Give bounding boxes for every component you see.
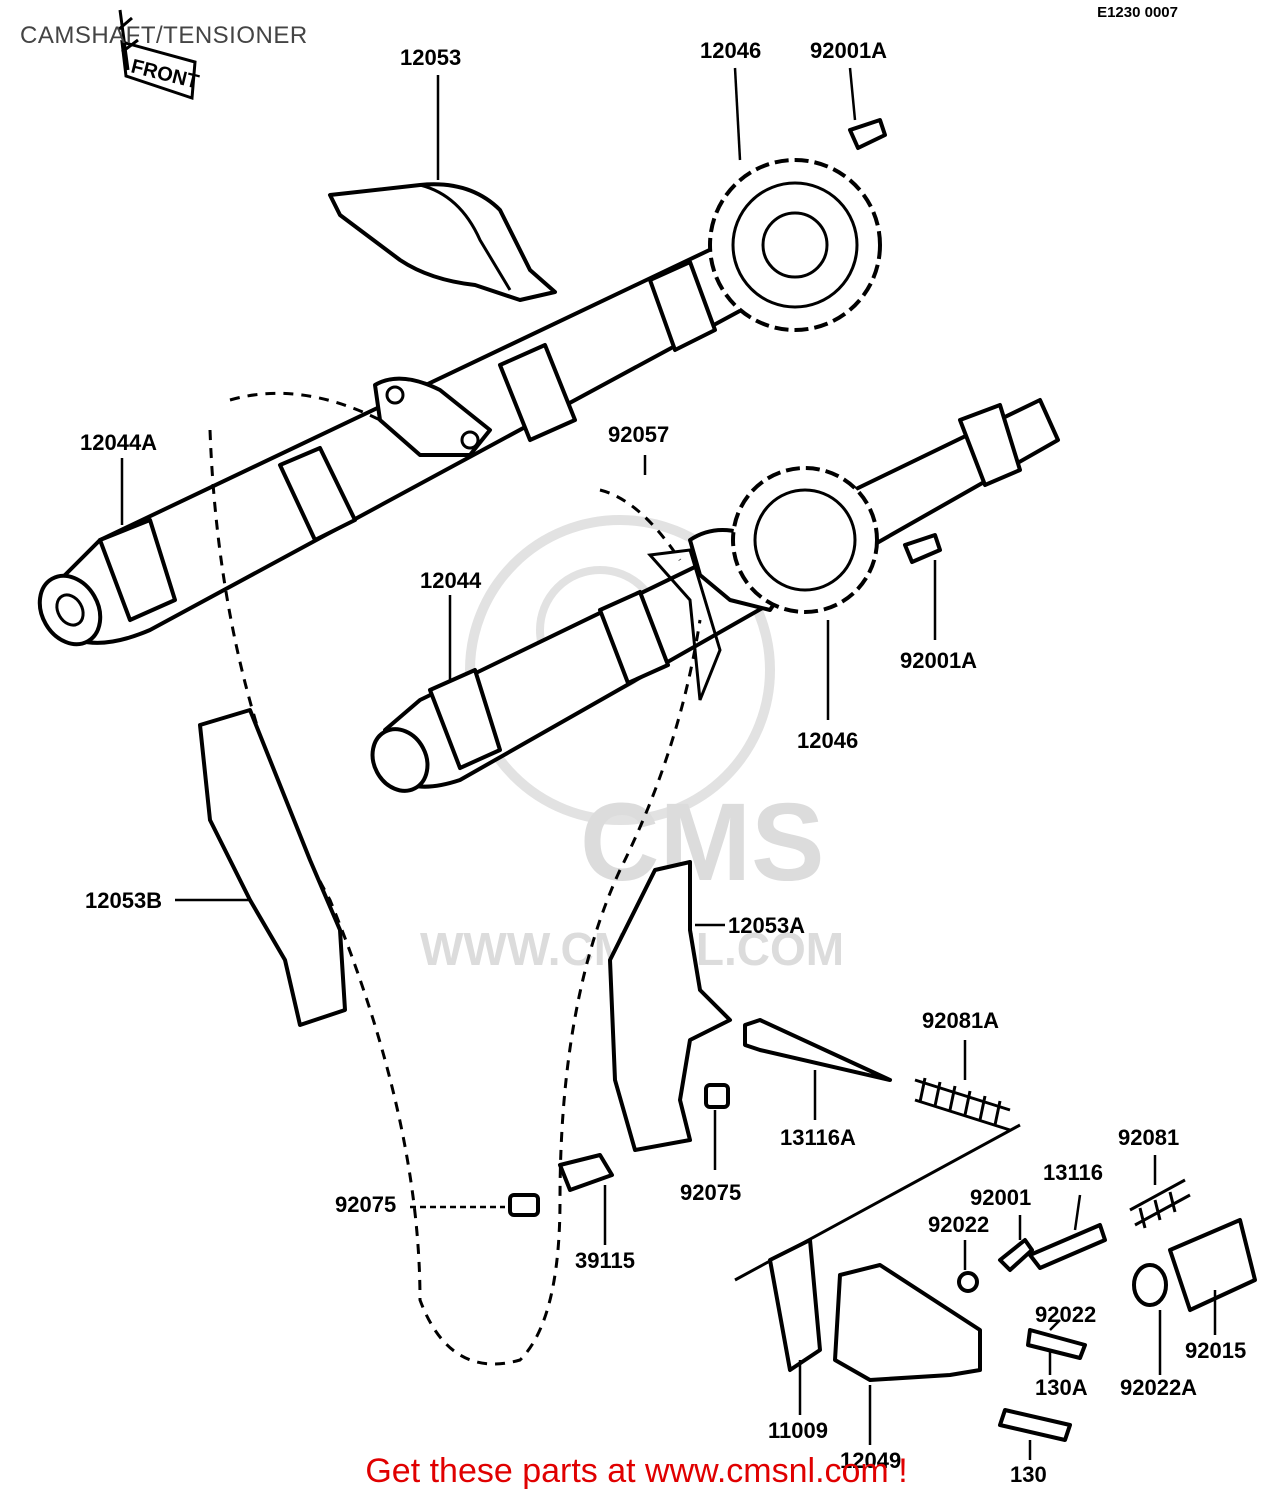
label-92001a-top: 92001A [810, 38, 887, 63]
label-12044a: 12044A [80, 430, 157, 455]
leader-lines [120, 67, 1217, 1460]
label-12046-mid: 12046 [797, 728, 858, 753]
label-12053: 12053 [400, 45, 461, 70]
camshaft-sprocket-lower [731, 466, 879, 614]
guide-pin [743, 1018, 892, 1082]
watermark: CMS WWW.CMSNL.COM [420, 515, 844, 975]
label-92057: 92057 [608, 422, 669, 447]
tensioner-bolt-long [998, 1408, 1072, 1442]
cam-chain-segment [646, 548, 722, 701]
tensioner-bolt-short [1026, 1328, 1087, 1360]
label-12044: 12044 [420, 568, 482, 593]
chain-guide-right [608, 860, 732, 1152]
label-13116a: 13116A [780, 1125, 856, 1150]
label-92075-mid: 92075 [680, 1180, 741, 1205]
tensioner-ring-small [957, 1271, 979, 1293]
tensioner-gasket [768, 1238, 822, 1372]
diagram-reference: E1230 0007 [1097, 4, 1178, 21]
tensioner-spring [1129, 1178, 1191, 1229]
sprocket-bolt-lower [903, 533, 942, 564]
tensioner-body [833, 1263, 982, 1382]
label-39115: 39115 [575, 1248, 635, 1273]
tensioner-washer [1132, 1263, 1168, 1307]
label-92075-left: 92075 [335, 1192, 396, 1217]
label-130a: 130A [1035, 1375, 1088, 1400]
tensioner-bolt [998, 1238, 1034, 1272]
label-12049: 12049 [840, 1448, 901, 1473]
camshaft-intake [37, 243, 762, 647]
damper-left [508, 1193, 540, 1217]
sprocket-bolt-upper [848, 118, 887, 150]
tensioner-cap [1168, 1218, 1257, 1312]
watermark-brand: CMS [580, 781, 824, 904]
tensioner-spring-a [914, 1077, 1011, 1132]
camshaft-sprocket-upper [708, 158, 882, 332]
label-12046-top: 12046 [700, 38, 761, 63]
part-labels: 12053 12046 92001A 12044A 92057 12044 92… [80, 38, 1246, 1487]
label-11009: 11009 [768, 1418, 828, 1443]
label-12053b: 12053B [85, 888, 162, 913]
page-title: CAMSHAFT/TENSIONER [20, 22, 308, 49]
label-92001: 92001 [970, 1185, 1031, 1210]
footer-cta-link[interactable]: Get these parts at www.cmsnl.com ! [365, 1452, 908, 1490]
tensioner-rod [1028, 1223, 1107, 1270]
label-92001a-mid: 92001A [900, 648, 977, 673]
label-92022a: 92022A [1120, 1375, 1197, 1400]
bushing [558, 1153, 614, 1192]
camshaft-holder-upper [328, 182, 557, 302]
label-92022-mid: 92022 [1035, 1302, 1096, 1327]
label-13116: 13116 [1043, 1160, 1103, 1185]
label-92081a: 92081A [922, 1008, 999, 1033]
damper-right [704, 1083, 730, 1109]
label-92022-top: 92022 [928, 1212, 989, 1237]
label-92015: 92015 [1185, 1338, 1246, 1363]
label-130: 130 [1010, 1462, 1047, 1487]
cam-chain-path [208, 391, 702, 1366]
label-92081: 92081 [1118, 1125, 1179, 1150]
chain-guide-left [198, 708, 347, 1027]
label-12053a: 12053A [728, 913, 805, 938]
